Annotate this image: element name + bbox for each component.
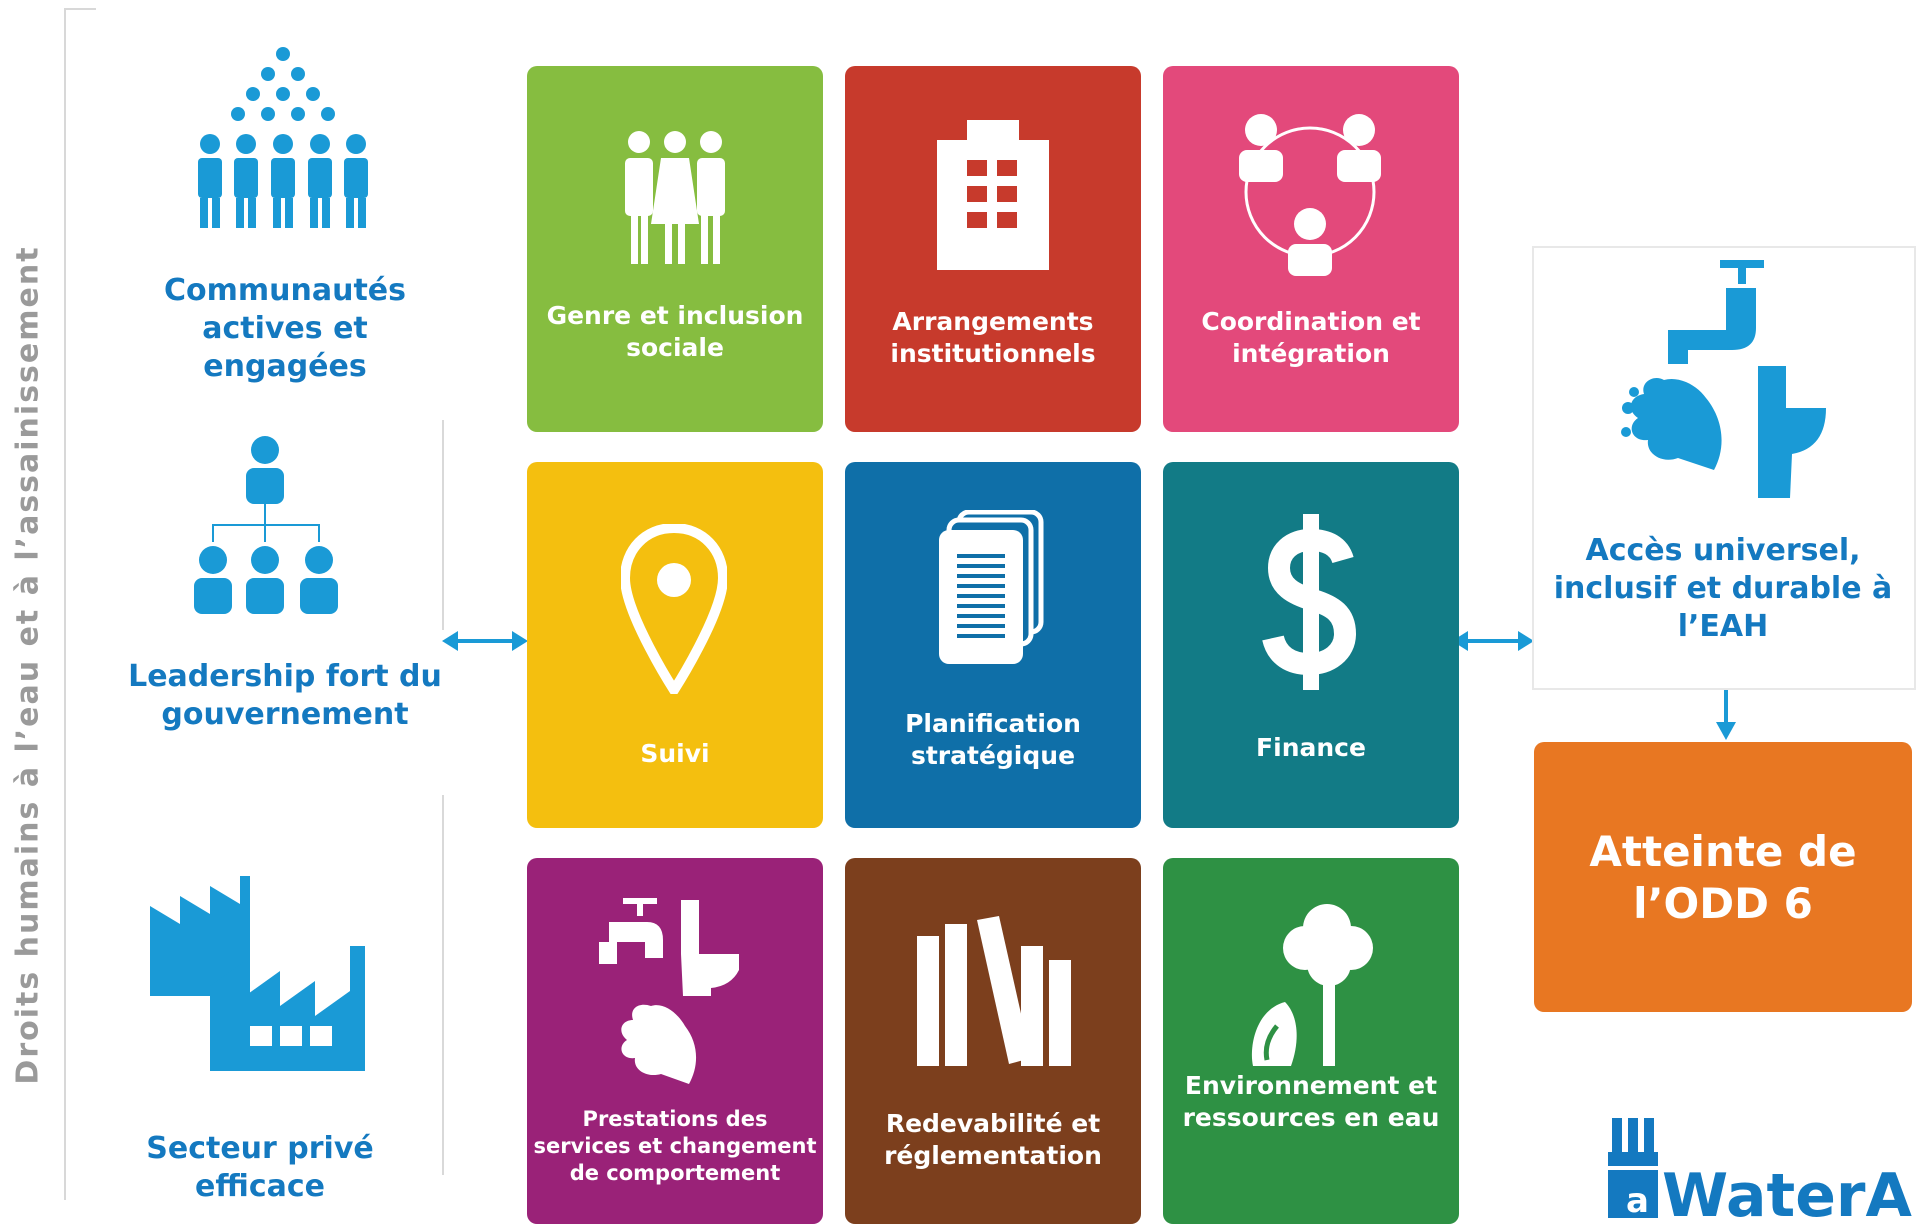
tile-label: Coordination et intégration	[1201, 307, 1421, 368]
tap-hands-toilet-icon	[1621, 260, 1826, 498]
wateraid-logo: a WaterAid	[1608, 1118, 1912, 1222]
documents-icon	[939, 510, 1044, 664]
access-label: Accès universel, inclusif et durable à l…	[1553, 533, 1893, 644]
tile-gender-inclusion: Genre et inclusion sociale	[527, 66, 823, 432]
tile-coordination: Coordination et intégration	[1163, 66, 1459, 432]
tile-label: Planification stratégique	[905, 709, 1081, 770]
sdg6-box: Atteinte de l’ODD 6	[1534, 742, 1912, 1012]
tile-label: Finance	[1256, 733, 1366, 762]
factory-icon	[150, 876, 365, 1071]
private-sector-label: Secteur privé efficace	[146, 1131, 374, 1204]
access-outcome-box	[1532, 246, 1916, 690]
left-double-arrow-icon	[442, 631, 528, 651]
side-title: Droits humains à l’eau et à l’assainisse…	[8, 245, 48, 1084]
dollar-icon	[1262, 514, 1357, 690]
left-bracket	[64, 8, 96, 1200]
communities-label: Communautés actives et engagées	[163, 273, 406, 384]
tile-environment: Environnement et ressources en eau	[1163, 858, 1459, 1224]
hierarchy-icon	[194, 436, 338, 614]
svg-text:WaterAid: WaterAid	[1662, 1161, 1912, 1222]
books-icon	[917, 916, 1071, 1066]
government-label: Leadership fort du gouvernement	[128, 659, 442, 732]
tile-label: Arrangements institutionnels	[890, 307, 1096, 368]
tile-institutional-arrangements: Arrangements institutionnels	[845, 66, 1141, 432]
left-divider-bottom	[442, 795, 444, 1175]
left-divider-top	[442, 420, 444, 630]
side-title-text: Droits humains à l’eau et à l’assainisse…	[10, 245, 46, 1085]
building-icon	[937, 120, 1049, 270]
location-pin-icon	[621, 524, 727, 694]
community-crowd-icon	[198, 47, 368, 228]
tile-label: Environnement et ressources en eau	[1182, 1071, 1440, 1132]
tile-finance: Finance	[1163, 462, 1459, 828]
down-arrow-icon	[1716, 688, 1736, 740]
sdg6-label: Atteinte de l’ODD 6	[1589, 827, 1857, 928]
tree-leaf-icon	[1251, 904, 1373, 1066]
tile-label: Genre et inclusion sociale	[546, 301, 804, 362]
tile-monitoring: Suivi	[527, 462, 823, 828]
tile-label: Suivi	[640, 739, 710, 768]
tile-label: Redevabilité et réglementation	[884, 1109, 1102, 1170]
tile-label: Prestations des services et changement d…	[533, 1107, 817, 1185]
svg-text:a: a	[1626, 1181, 1649, 1221]
tap-toilet-hands-icon	[599, 898, 739, 1084]
right-double-arrow-icon	[1452, 631, 1534, 651]
people-group-icon	[625, 131, 725, 264]
tile-strategic-planning: Planification stratégique	[845, 462, 1141, 828]
network-icon	[1239, 114, 1381, 276]
tile-service-delivery: Prestations des services et changement d…	[527, 858, 823, 1224]
tile-accountability: Redevabilité et réglementation	[845, 858, 1141, 1224]
